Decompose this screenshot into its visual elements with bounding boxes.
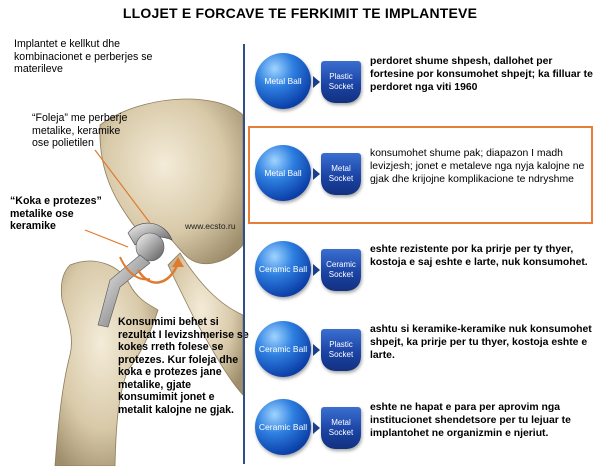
socket-icon: Plastic Socket: [321, 61, 361, 103]
divider-line: [243, 44, 245, 464]
highlight-box: [248, 126, 593, 224]
combo-row-ceramic-plastic: Ceramic Ball Plastic Socket ashtu si ker…: [253, 318, 593, 384]
combo-description: eshte rezistente por ka prirje per ty th…: [370, 244, 588, 268]
arrow-icon: [313, 76, 320, 88]
arrow-icon: [313, 422, 320, 434]
combo-description: ashtu si keramike-keramike nuk konsumohe…: [370, 324, 592, 361]
arrow-icon: [313, 344, 320, 356]
socket-icon: Metal Socket: [321, 407, 361, 449]
implant-stem: [97, 254, 151, 328]
combo-row-ceramic-metal: Ceramic Ball Metal Socket eshte ne hapat…: [253, 396, 593, 462]
pelvis-lower: [167, 252, 243, 396]
socket-note: “Foleja” me perberje metalike, keramike …: [32, 112, 128, 149]
pelvis-bone: [99, 98, 243, 264]
arrow-icon: [313, 168, 320, 180]
intro-note: Implantet e kellkut dhe kombinacionet e …: [14, 38, 153, 75]
socket-icon: Metal Socket: [321, 153, 361, 195]
combo-row-metal-metal: Metal Ball Metal Socket konsumohet shume…: [253, 142, 593, 208]
socket-icon: Ceramic Socket: [321, 249, 361, 291]
combo-row-ceramic-ceramic: Ceramic Ball Ceramic Socket eshte rezist…: [253, 238, 593, 304]
wear-note: Konsumimi behet si rezultat I levizshmer…: [118, 316, 249, 416]
implant-ball: [135, 232, 165, 262]
ball-icon: Metal Ball: [255, 145, 311, 201]
page-title: LLOJET E FORCAVE TE FERKIMIT TE IMPLANTE…: [122, 5, 478, 21]
combo-description: konsumohet shume pak; diapazon I madh le…: [370, 148, 585, 185]
watermark: www.ecsto.ru: [185, 221, 236, 231]
hip-implant-illustration: [54, 98, 243, 466]
ball-icon: Metal Ball: [255, 53, 311, 109]
femur-bone: [54, 260, 159, 466]
socket-icon: Plastic Socket: [321, 329, 361, 371]
combo-row-metal-plastic: Metal Ball Plastic Socket perdoret shume…: [253, 50, 593, 116]
ball-icon: Ceramic Ball: [255, 241, 311, 297]
arrow-icon: [313, 264, 320, 276]
combo-description: perdoret shume shpesh, dallohet per fort…: [370, 56, 593, 93]
ball-icon: Ceramic Ball: [255, 321, 311, 377]
combo-description: eshte ne hapat e para per aprovim nga in…: [370, 402, 571, 439]
ball-icon: Ceramic Ball: [255, 399, 311, 455]
ball-note: “Koka e protezes” metalike ose keramike: [10, 195, 102, 232]
